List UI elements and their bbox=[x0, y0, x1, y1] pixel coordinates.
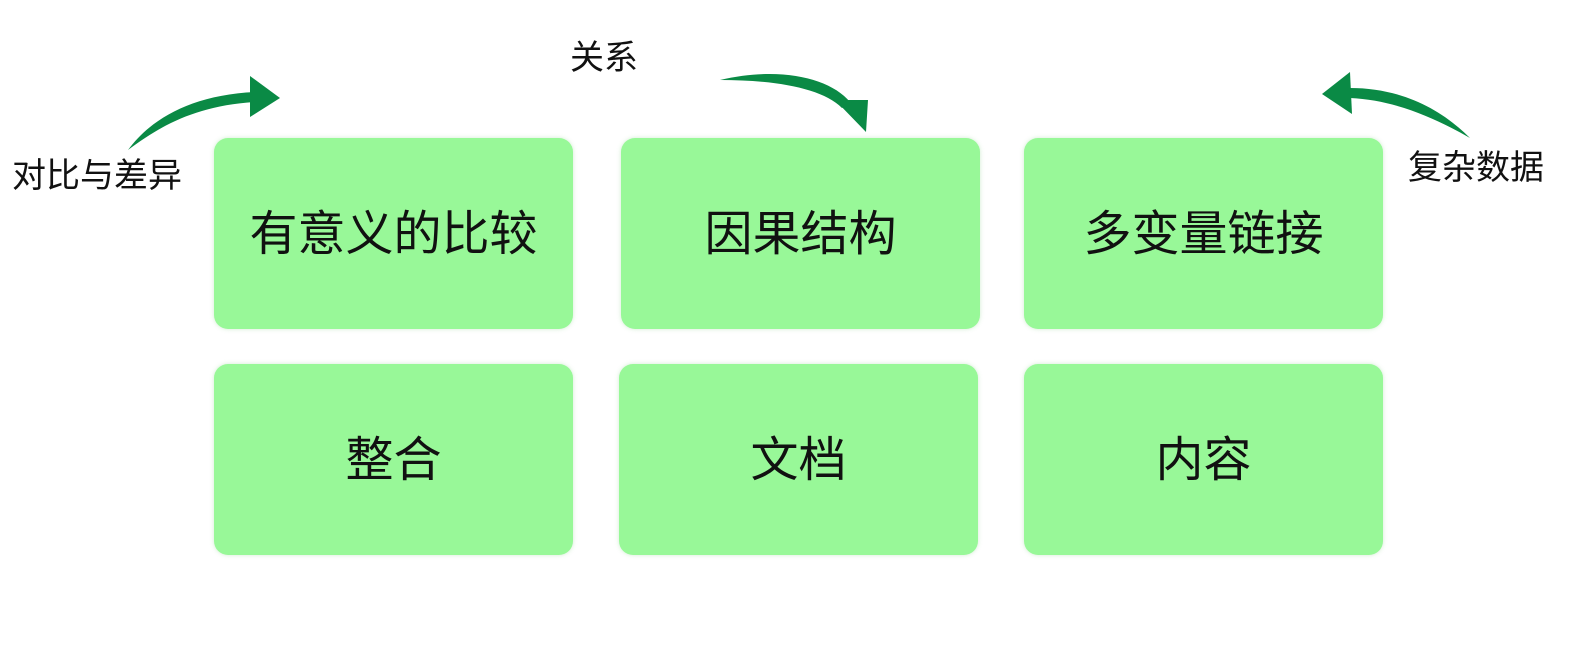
curved-arrow-down-icon bbox=[720, 74, 868, 132]
box-label: 文档 bbox=[750, 431, 847, 488]
box-multivariate-linking: 多变量链接 bbox=[1024, 138, 1383, 329]
box-label: 因果结构 bbox=[704, 205, 897, 262]
label-contrast: 对比与差异 bbox=[12, 156, 182, 196]
box-integration: 整合 bbox=[214, 364, 573, 555]
box-content: 内容 bbox=[1024, 364, 1383, 555]
box-documentation: 文档 bbox=[619, 364, 978, 555]
box-causal-structure: 因果结构 bbox=[621, 138, 980, 329]
box-label: 多变量链接 bbox=[1083, 205, 1324, 262]
curved-arrow-right-icon bbox=[128, 76, 280, 150]
curved-arrow-left-icon bbox=[1322, 72, 1470, 138]
label-complex-data: 复杂数据 bbox=[1408, 148, 1544, 188]
box-meaningful-comparison: 有意义的比较 bbox=[214, 138, 573, 329]
label-relation: 关系 bbox=[570, 38, 638, 78]
box-label: 有意义的比较 bbox=[249, 205, 538, 262]
box-label: 内容 bbox=[1155, 431, 1252, 488]
box-label: 整合 bbox=[345, 431, 442, 488]
